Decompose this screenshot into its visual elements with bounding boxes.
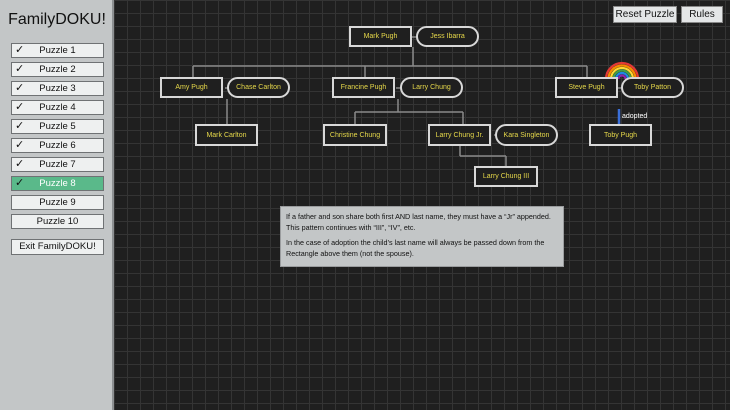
checkmark-icon: ✓ — [15, 158, 25, 170]
puzzle-5-button[interactable]: ✓Puzzle 5 — [11, 119, 104, 134]
person-mark-pugh[interactable]: Mark Pugh — [349, 26, 412, 47]
person-larry-chung-iii[interactable]: Larry Chung III — [474, 166, 538, 187]
puzzle-3-button[interactable]: ✓Puzzle 3 — [11, 81, 104, 96]
person-amy-pugh[interactable]: Amy Pugh — [160, 77, 223, 98]
sidebar: FamilyDOKU! ✓Puzzle 1 ✓Puzzle 2 ✓Puzzle … — [0, 0, 114, 410]
app-title: FamilyDOKU! — [8, 11, 106, 28]
person-francine-pugh[interactable]: Francine Pugh — [332, 77, 395, 98]
puzzle-1-button[interactable]: ✓Puzzle 1 — [11, 43, 104, 58]
person-steve-pugh[interactable]: Steve Pugh — [555, 77, 618, 98]
checkmark-icon: ✓ — [15, 139, 25, 151]
checkmark-icon: ✓ — [15, 120, 25, 132]
rules-info-box: If a father and son share both first AND… — [280, 206, 564, 267]
puzzle-4-button[interactable]: ✓Puzzle 4 — [11, 100, 104, 115]
checkmark-icon: ✓ — [15, 177, 25, 189]
info-paragraph-suffix-rule: If a father and son share both first AND… — [286, 212, 551, 232]
spouse-chase-carlton[interactable]: Chase Carlton — [227, 77, 290, 98]
reset-puzzle-button[interactable]: Reset Puzzle — [613, 6, 677, 23]
rules-button[interactable]: Rules — [681, 6, 723, 23]
person-toby-pugh[interactable]: Toby Pugh — [589, 124, 652, 146]
checkmark-icon: ✓ — [15, 101, 25, 113]
person-christine-chung[interactable]: Christine Chung — [323, 124, 387, 146]
puzzle-8-button[interactable]: ✓Puzzle 8 — [11, 176, 104, 191]
spouse-toby-patton[interactable]: Toby Patton — [621, 77, 684, 98]
puzzle-10-button[interactable]: Puzzle 10 — [11, 214, 104, 229]
person-larry-chung-jr[interactable]: Larry Chung Jr. — [428, 124, 491, 146]
puzzle-9-button[interactable]: Puzzle 9 — [11, 195, 104, 210]
person-mark-carlton[interactable]: Mark Carlton — [195, 124, 258, 146]
checkmark-icon: ✓ — [15, 63, 25, 75]
checkmark-icon: ✓ — [15, 44, 25, 56]
puzzle-2-button[interactable]: ✓Puzzle 2 — [11, 62, 104, 77]
spouse-kara-singleton[interactable]: Kara Singleton — [495, 124, 558, 146]
spouse-larry-chung[interactable]: Larry Chung — [400, 77, 463, 98]
adopted-label: adopted — [622, 113, 648, 120]
spouse-jess-ibarra[interactable]: Jess Ibarra — [416, 26, 479, 47]
puzzle-7-button[interactable]: ✓Puzzle 7 — [11, 157, 104, 172]
checkmark-icon: ✓ — [15, 82, 25, 94]
exit-button[interactable]: Exit FamilyDOKU! — [11, 239, 104, 255]
puzzle-6-button[interactable]: ✓Puzzle 6 — [11, 138, 104, 153]
info-paragraph-adoption-rule: In the case of adoption the child’s last… — [286, 238, 545, 258]
